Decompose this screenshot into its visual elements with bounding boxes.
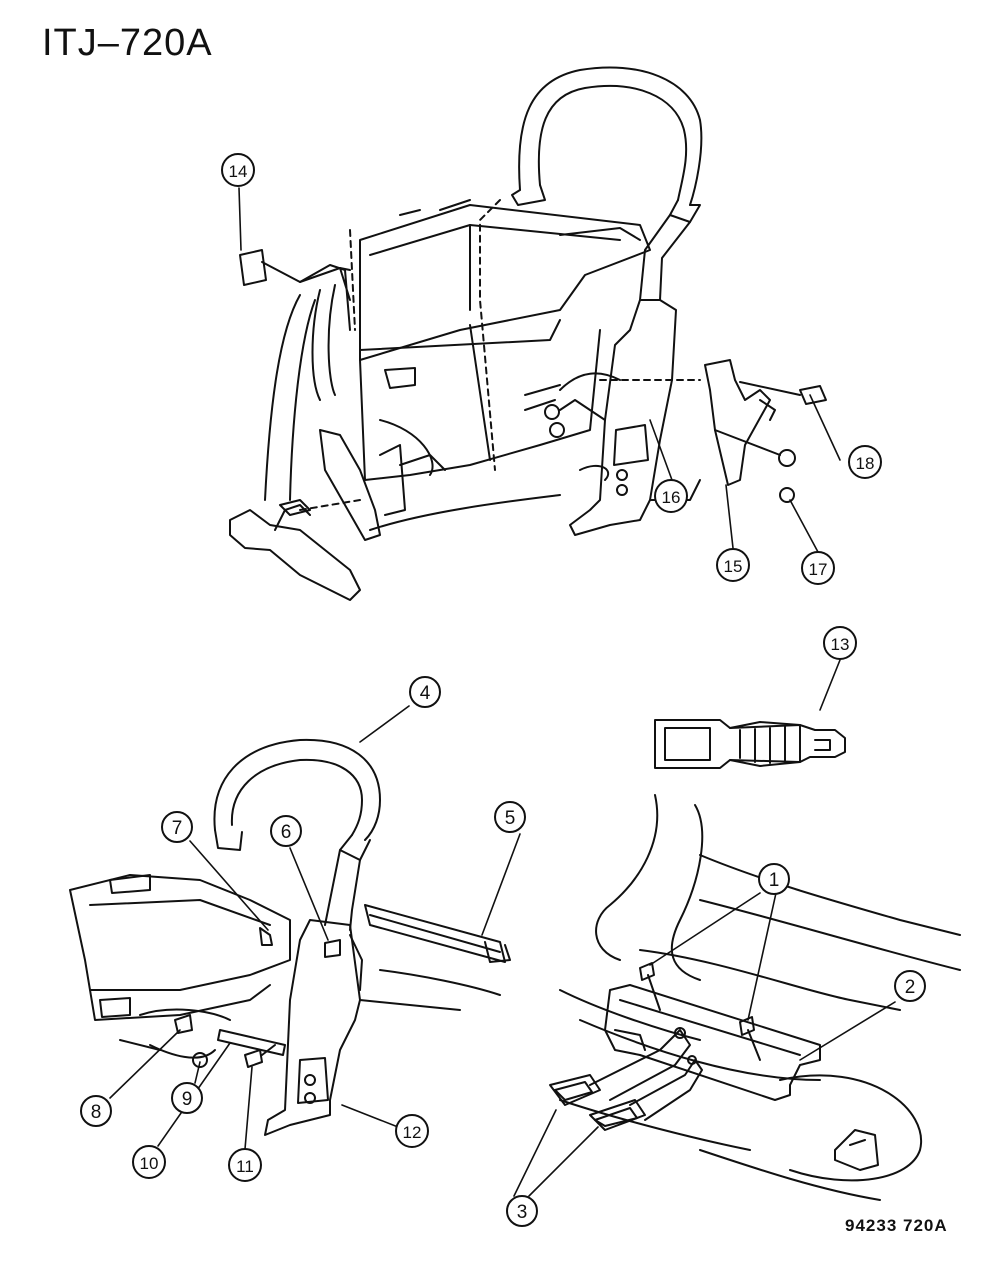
callout-7: 7: [161, 811, 193, 843]
callout-4: 4: [409, 676, 441, 708]
callout-2-label: 2: [905, 977, 916, 998]
callout-16: 16: [654, 479, 688, 513]
top-seat-belt-assembly: [229, 66, 827, 601]
callout-14-label: 14: [229, 162, 248, 181]
leader-lines: [109, 187, 896, 1197]
callout-6-label: 6: [281, 822, 292, 843]
front-seat-belt-assembly: [69, 738, 511, 1136]
callout-12: 12: [395, 1114, 429, 1148]
callout-11-label: 11: [236, 1157, 254, 1176]
callout-10-label: 10: [140, 1154, 159, 1173]
callout-12-label: 12: [403, 1123, 422, 1142]
callout-18: 18: [848, 445, 882, 479]
callout-7-label: 7: [172, 818, 183, 839]
callout-5-label: 5: [505, 808, 516, 829]
callout-5: 5: [494, 801, 526, 833]
diagram-code: ITJ–720A: [42, 22, 213, 64]
rear-seat-belt-assembly: [549, 719, 961, 1201]
callout-9: 9: [171, 1082, 203, 1114]
callout-14: 14: [221, 153, 255, 187]
callout-1: 1: [758, 863, 790, 895]
callout-11: 11: [228, 1148, 262, 1182]
callout-10: 10: [132, 1145, 166, 1179]
reference-code: 94233 720A: [845, 1216, 948, 1235]
callout-15-label: 15: [724, 557, 743, 576]
callout-13: 13: [823, 626, 857, 660]
callout-2: 2: [894, 970, 926, 1002]
callout-9-label: 9: [182, 1089, 193, 1110]
callout-6: 6: [270, 815, 302, 847]
callout-8-label: 8: [91, 1102, 102, 1123]
callout-1-label: 1: [769, 870, 780, 891]
callout-18-label: 18: [856, 454, 875, 473]
callout-15: 15: [716, 548, 750, 582]
callout-13-label: 13: [831, 635, 850, 654]
callout-3-label: 3: [517, 1202, 528, 1223]
callout-17-label: 17: [809, 560, 828, 579]
callout-3: 3: [506, 1195, 538, 1227]
callout-8: 8: [80, 1095, 112, 1127]
callout-16-label: 16: [662, 488, 681, 507]
callout-4-label: 4: [420, 683, 431, 704]
callout-17: 17: [801, 551, 835, 585]
